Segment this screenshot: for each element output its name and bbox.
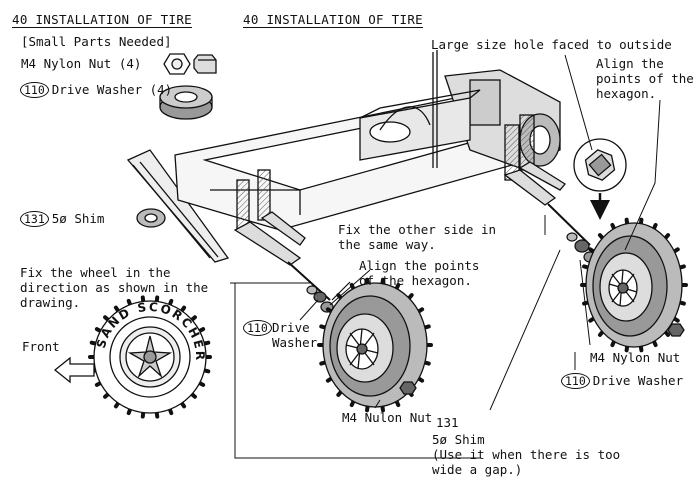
right-tire: [580, 217, 688, 353]
page-title-left: 40 INSTALLATION OF TIRE: [12, 12, 192, 27]
part-number-badge: 110: [243, 320, 272, 336]
small-parts-heading: [Small Parts Needed]: [21, 34, 172, 49]
center-tire: [317, 277, 433, 413]
part-number-badge: 110: [20, 82, 49, 98]
shim-number-bottom: 131: [436, 415, 459, 430]
shim-text: 5ø Shim: [51, 211, 105, 226]
hexagon-detail-icon: [573, 138, 627, 220]
center-drive-washer-label: 110: [243, 320, 275, 336]
front-arrow-icon: [53, 356, 95, 384]
right-nylon-nut-label: M4 Nylon Nut: [590, 350, 681, 365]
shim-note-bottom: 5ø Shim (Use it when there is too wide a…: [432, 432, 621, 477]
nylon-nut-icon: [163, 53, 217, 75]
front-wheel-view: SAND SCORCHER: [88, 295, 212, 419]
drive-washer-icon: [159, 85, 213, 120]
fix-wheel-note: Fix the wheel in the direction as shown …: [20, 265, 209, 310]
shim-icon: [136, 208, 166, 228]
align-hexagon-note-center: Align the points of the hexagon.: [359, 258, 480, 288]
chassis-drawing: [126, 50, 591, 301]
large-hole-note: Large size hole faced to outside: [431, 37, 672, 52]
align-hexagon-note-right: Align the points of the hexagon.: [596, 56, 694, 101]
center-drive-washer-text: Drive Washer: [272, 320, 318, 350]
leader-lines: [230, 54, 661, 459]
center-nylon-nut-label: M4 Nulon Nut: [342, 410, 433, 425]
part-number-badge: 131: [20, 211, 49, 227]
drive-washer-text: Drive Washer (4): [51, 82, 173, 97]
part-number-badge: 110: [561, 373, 590, 389]
front-label: Front: [22, 339, 60, 354]
other-side-note: Fix the other side in the same way.: [338, 222, 497, 252]
right-drive-washer-text: Drive Washer: [592, 373, 684, 388]
nylon-nut-label: M4 Nylon Nut (4): [21, 56, 142, 71]
page-title-right: 40 INSTALLATION OF TIRE: [243, 12, 423, 27]
